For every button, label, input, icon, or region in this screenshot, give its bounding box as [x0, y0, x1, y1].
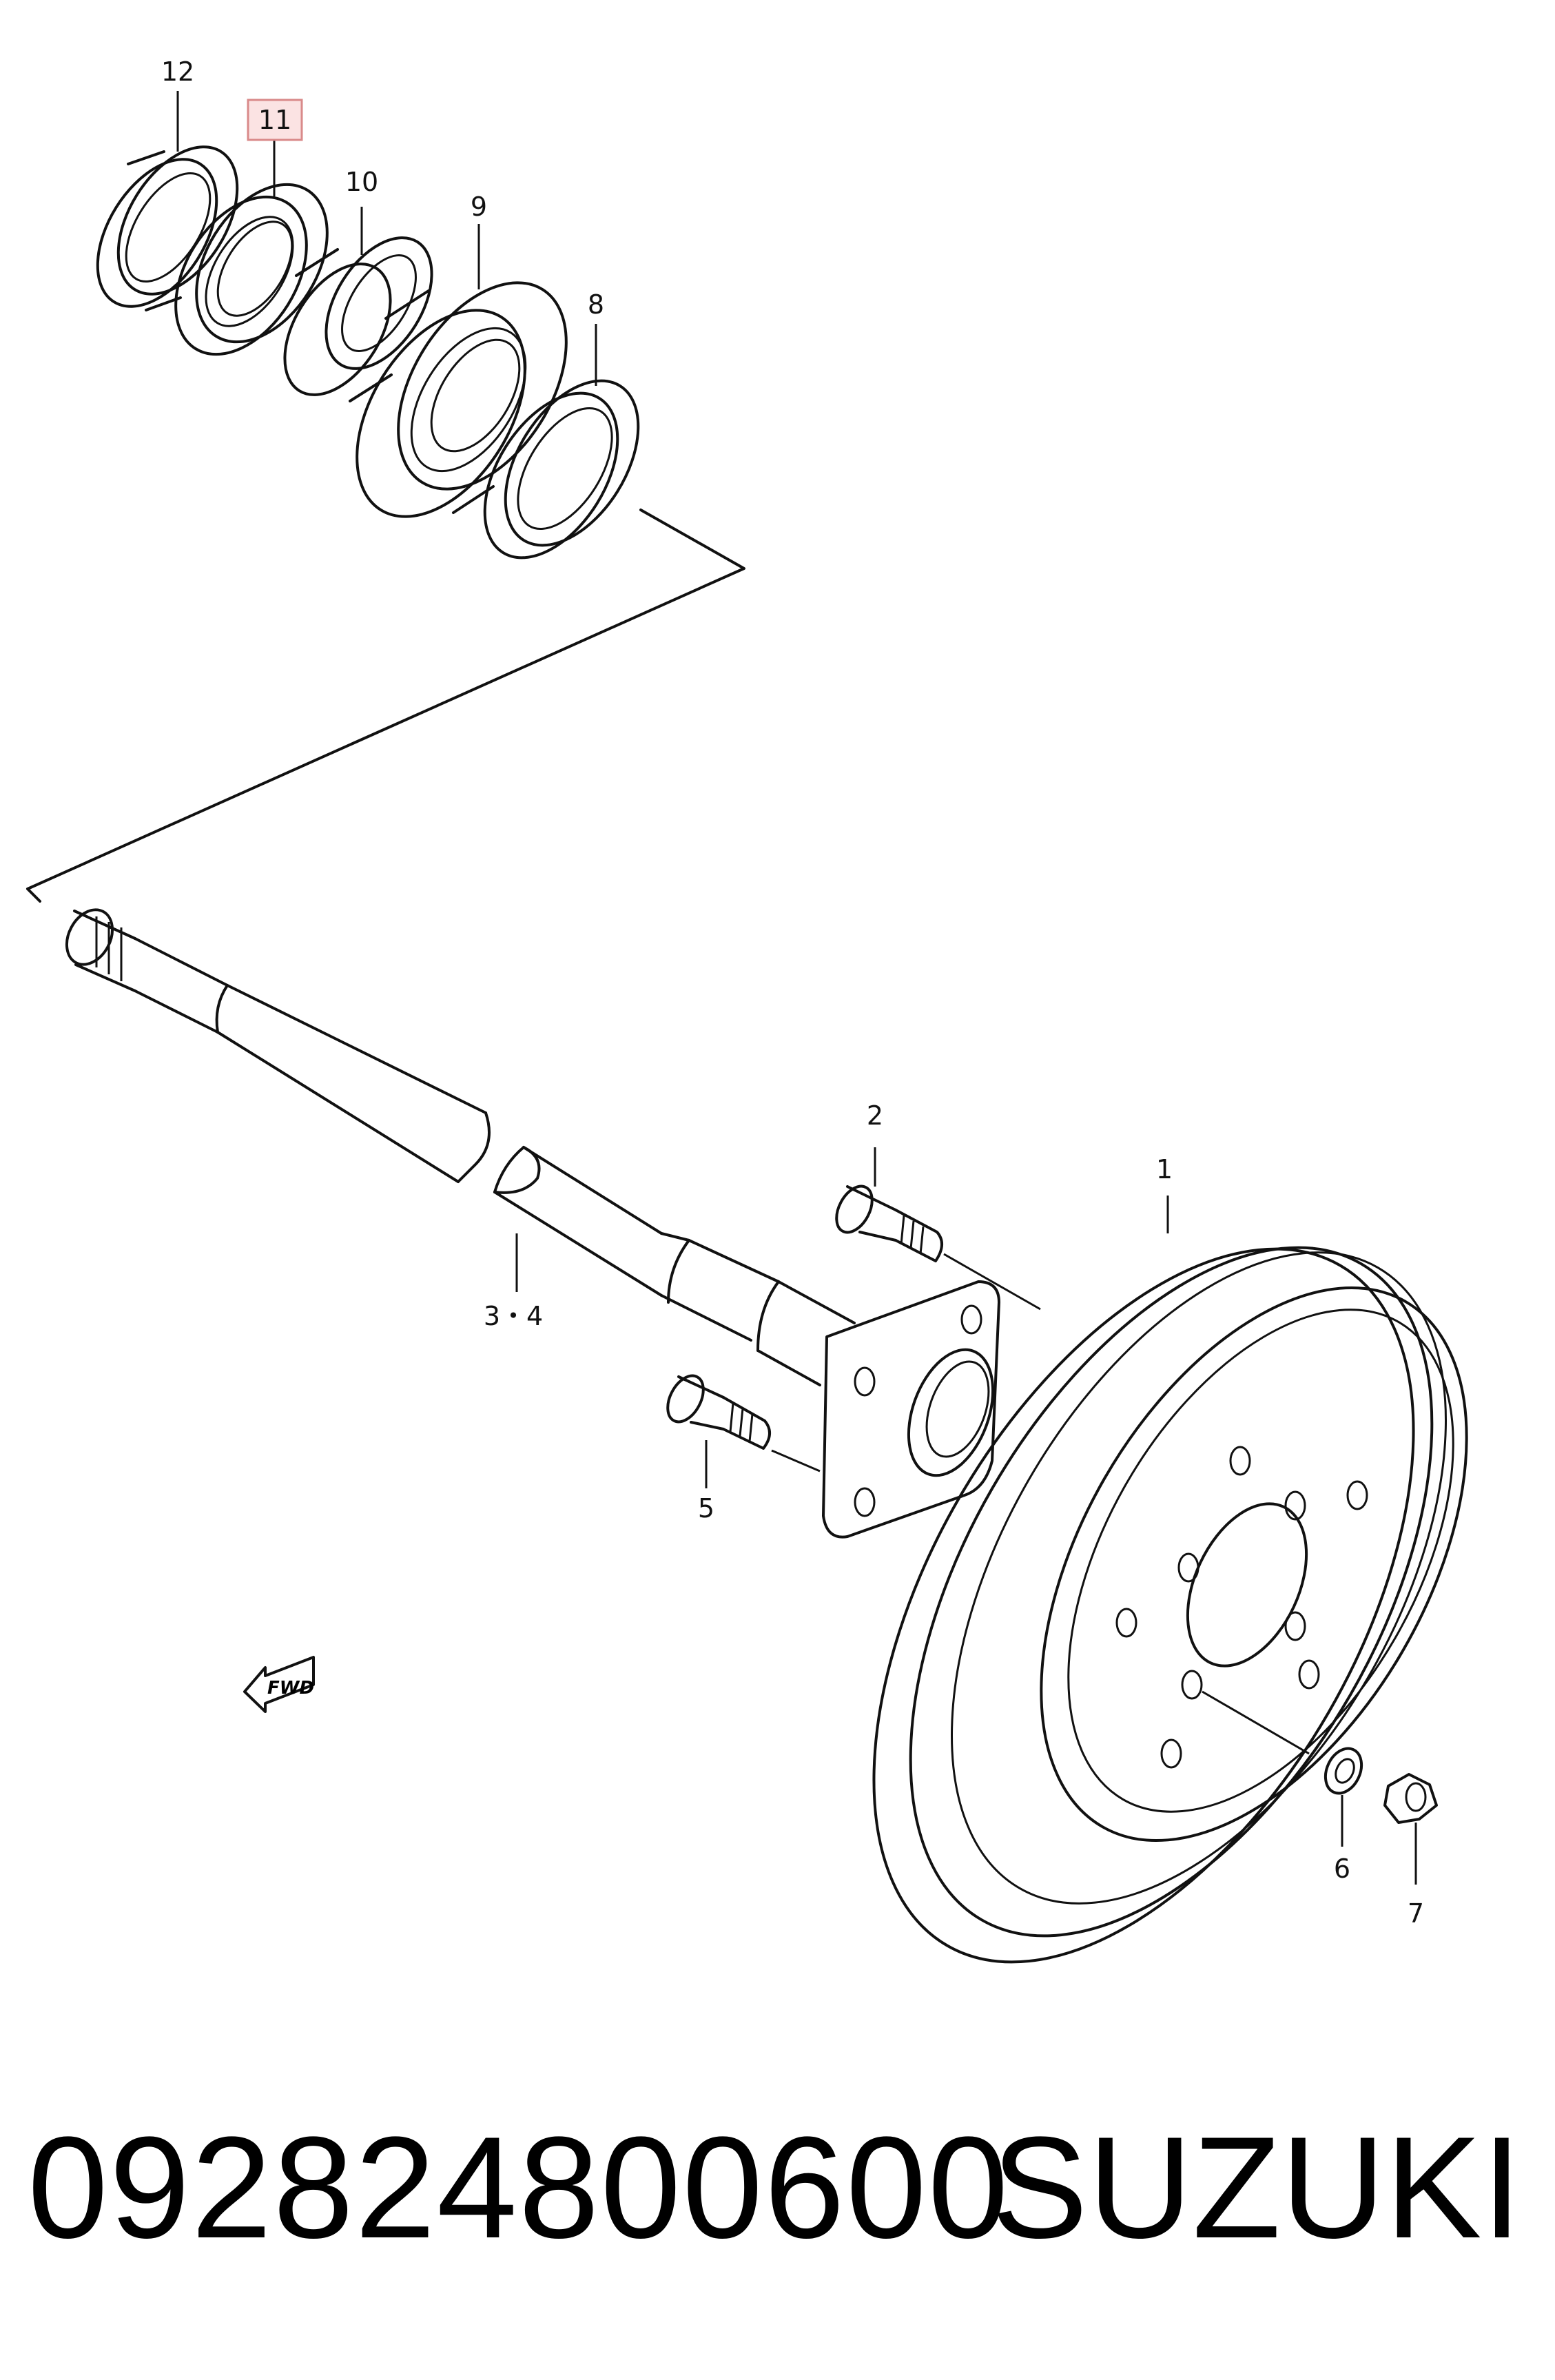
washer-6[interactable]: [1319, 1743, 1368, 1799]
callout-7: 7: [1408, 1898, 1424, 1929]
callout-6: 6: [1334, 1854, 1350, 1884]
stud-bolt-2[interactable]: [830, 1180, 1041, 1311]
brake-drum-1[interactable]: [763, 1158, 1555, 1984]
nut-7[interactable]: [1383, 1773, 1438, 1824]
leader-lines: [176, 91, 1417, 1885]
seal-8[interactable]: [457, 358, 666, 582]
callout-11-highlight: [247, 99, 303, 141]
stud-bolt-5[interactable]: [661, 1370, 821, 1473]
part-number: 092824800600: [28, 2106, 1010, 2268]
seal-12[interactable]: [73, 126, 262, 327]
brand-name: SUZUKI: [991, 2106, 1522, 2268]
parts-diagram: FWD 12 11 10 9 8 2 1 3・4 5 6 7: [26, 57, 1555, 1984]
callout-9: 9: [471, 192, 487, 222]
callout-10: 10: [345, 167, 378, 197]
axle-shaft[interactable]: [58, 902, 1009, 1539]
fwd-label: FWD: [267, 1678, 314, 1699]
footer-caption: 092824800600 SUZUKI: [0, 2109, 1555, 2267]
callout-1: 1: [1156, 1154, 1173, 1184]
callout-8: 8: [588, 289, 604, 320]
callout-5: 5: [698, 1493, 714, 1524]
oil-seal-11[interactable]: [149, 161, 354, 378]
callout-2: 2: [867, 1100, 883, 1131]
bearing-9[interactable]: [322, 253, 601, 546]
callout-12: 12: [161, 57, 194, 87]
assembly-bracket: [26, 509, 745, 903]
callout-3-4: 3・4: [484, 1301, 543, 1331]
callout-11[interactable]: 11: [258, 105, 291, 135]
spacer-10[interactable]: [263, 219, 453, 413]
fwd-arrow: FWD: [243, 1656, 315, 1713]
